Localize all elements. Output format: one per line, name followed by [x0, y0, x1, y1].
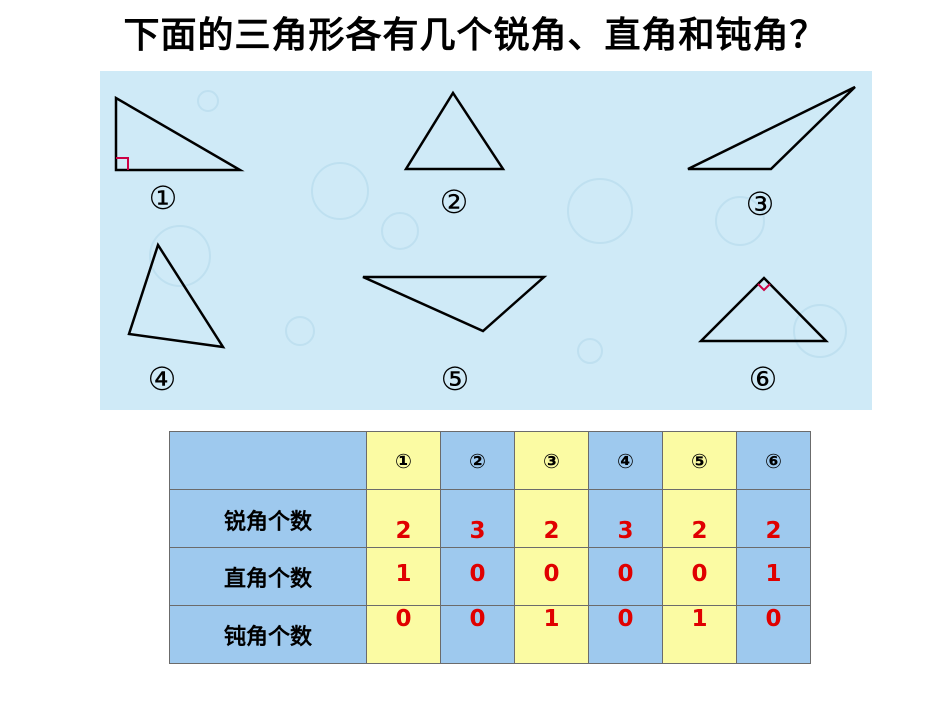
table-header-row: ① ② ③ ④ ⑤ ⑥ — [169, 431, 811, 490]
table-corner-cell — [169, 431, 367, 490]
row-label-acute: 锐角个数 — [169, 489, 367, 548]
obtuse-count-3: 1 — [543, 606, 560, 632]
triangle-label-6: ⑥ — [749, 360, 778, 398]
triangle-3 — [687, 85, 856, 171]
right-angle-mark-1 — [116, 157, 129, 170]
right-count-2: 0 — [469, 561, 486, 587]
table-row-obtuse: 钝角个数 0 0 1 0 1 0 — [169, 605, 811, 664]
triangle-4 — [127, 242, 226, 349]
obtuse-count-6: 0 — [765, 606, 782, 632]
table-row-acute: 锐角个数 2 3 2 3 2 2 — [169, 489, 811, 548]
row-label-obtuse: 钝角个数 — [169, 605, 367, 664]
column-header-4: ④ — [588, 431, 663, 490]
triangle-6 — [697, 276, 829, 343]
obtuse-count-5: 1 — [691, 606, 708, 632]
triangle-label-4: ④ — [148, 360, 177, 398]
background-decoration — [149, 90, 847, 364]
acute-count-4: 3 — [617, 518, 634, 544]
page-title: 下面的三角形各有几个锐角、直角和钝角？ — [123, 15, 827, 56]
obtuse-count-2: 0 — [469, 606, 486, 632]
obtuse-count-1: 0 — [395, 606, 412, 632]
acute-count-2: 3 — [469, 518, 486, 544]
right-count-4: 0 — [617, 561, 634, 587]
triangle-label-1: ① — [149, 179, 178, 217]
column-header-5: ⑤ — [662, 431, 737, 490]
table-row-right: 直角个数 1 0 0 0 0 1 — [169, 547, 811, 606]
acute-count-6: 2 — [765, 518, 782, 544]
column-header-2: ② — [440, 431, 515, 490]
triangle-label-5: ⑤ — [441, 360, 470, 398]
row-label-right: 直角个数 — [169, 547, 367, 606]
obtuse-count-4: 0 — [617, 606, 634, 632]
triangle-figure-panel: ① ② ③ ④ ⑤ ⑥ — [100, 71, 872, 410]
acute-count-5: 2 — [691, 518, 708, 544]
angle-count-table: ① ② ③ ④ ⑤ ⑥ 锐角个数 2 3 2 3 2 2 直角个数 1 0 0 … — [169, 431, 811, 664]
acute-count-1: 2 — [395, 518, 412, 544]
right-count-5: 0 — [691, 561, 708, 587]
column-header-6: ⑥ — [736, 431, 811, 490]
triangle-1 — [114, 95, 245, 172]
triangle-5 — [362, 275, 548, 333]
right-count-6: 1 — [765, 561, 782, 587]
right-count-1: 1 — [395, 561, 412, 587]
acute-count-3: 2 — [543, 518, 560, 544]
triangle-2 — [403, 90, 506, 171]
triangle-label-3: ③ — [746, 185, 775, 223]
right-angle-mark-6 — [757, 283, 771, 292]
row-label-acute-text: 锐角个数 — [223, 509, 312, 535]
right-count-3: 0 — [543, 561, 560, 587]
triangle-label-2: ② — [440, 183, 469, 221]
column-header-1: ① — [366, 431, 441, 490]
column-header-3: ③ — [514, 431, 589, 490]
triangles-illustration: ① ② ③ ④ ⑤ ⑥ — [114, 85, 856, 398]
